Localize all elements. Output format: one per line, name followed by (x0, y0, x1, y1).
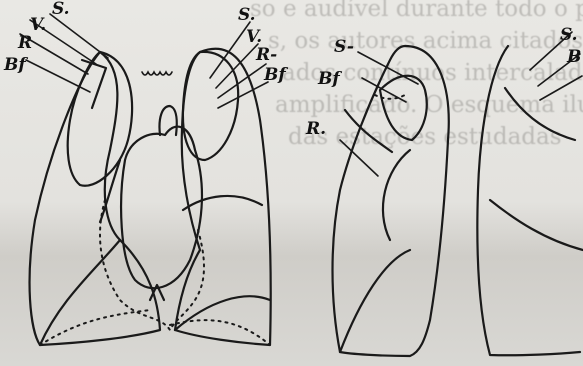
lateral-hilum (383, 150, 410, 240)
pleura-left (100, 200, 170, 330)
label-left-v: V. (30, 15, 46, 35)
lateral-upper-region (380, 76, 427, 140)
label-far-s: S. (560, 25, 578, 45)
label-right-r: R- (255, 45, 277, 65)
far-lobe (505, 88, 575, 140)
left-upper-lobe (68, 52, 132, 186)
trachea-rings (142, 72, 172, 75)
left-oblique-fissure (40, 240, 120, 345)
label-far-b: B (566, 47, 581, 67)
lateral-fissure (345, 110, 392, 152)
label-mid-s: S- (334, 37, 354, 57)
label-right-s: S. (238, 5, 256, 25)
right-horizontal-fissure (183, 196, 262, 210)
far-fissure (490, 200, 583, 250)
label-left-r: R (17, 33, 32, 53)
label-right-bf: Bf (263, 65, 288, 85)
label-left-bf: Bf (3, 55, 28, 75)
left-hilum (100, 160, 120, 222)
label-mid-r: R. (305, 119, 326, 139)
right-oblique-fissure (175, 296, 270, 330)
label-mid-bf: Bf (317, 69, 342, 89)
left-bronchial-root (82, 60, 106, 108)
diaphragm-dotted (40, 310, 270, 345)
lateral-fissure-lower (340, 250, 410, 352)
lateral-lung-outline (333, 46, 449, 356)
far-lung-outline (477, 46, 580, 355)
label-right-v: V. (246, 27, 262, 47)
label-left-s: S. (52, 0, 70, 19)
left-lung-outline (30, 52, 160, 345)
